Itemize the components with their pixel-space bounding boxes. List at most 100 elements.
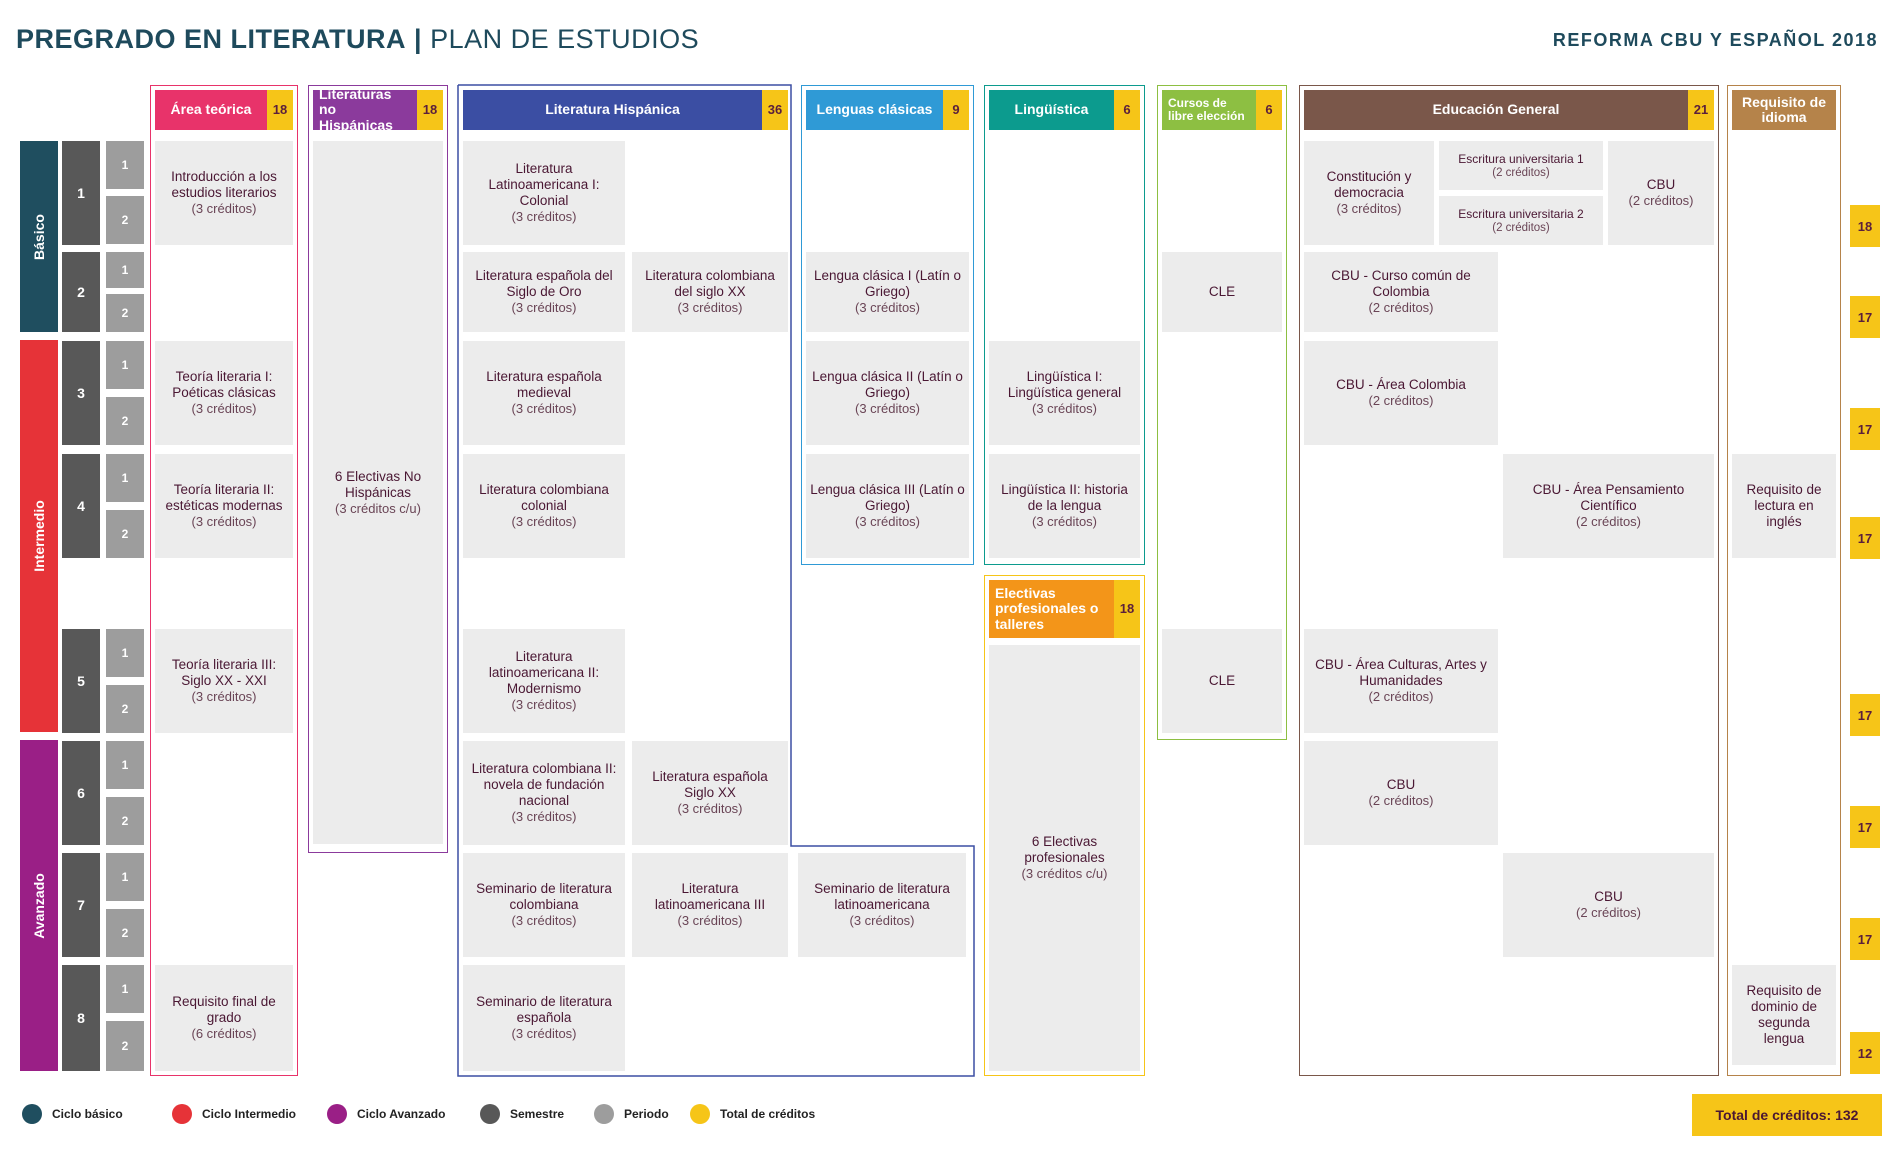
course-title: Introducción a los estudios literarios: [171, 169, 277, 200]
semester-6: 6: [62, 741, 100, 845]
course-card: Literatura española medieval(3 créditos): [463, 341, 625, 445]
course-card: CLE: [1162, 629, 1282, 733]
course-title: Teoría literaria III: Siglo XX - XXI: [171, 657, 277, 688]
area-electivas-label: Electivas profesionales o talleres: [995, 584, 1099, 632]
area-no-hispanicas-label: Literaturas no Hispánicas: [319, 85, 393, 133]
period-2: 2: [106, 1021, 144, 1071]
title-program: PREGRADO EN LITERATURA: [16, 24, 407, 54]
title-separator: |: [414, 24, 423, 54]
course-title: Lengua clásica II (Latín o Griego): [812, 369, 963, 400]
course-credits: (2 créditos): [1368, 393, 1434, 408]
course-card: CBU(2 créditos): [1304, 741, 1498, 845]
semester-5: 5: [62, 629, 100, 733]
period-1: 1: [106, 252, 144, 288]
area-libre-label: Cursos de libre elección: [1168, 95, 1245, 123]
semester-1: 1: [62, 141, 100, 245]
course-title: Constitución y democracia: [1326, 169, 1412, 200]
period-2: 2: [106, 909, 144, 957]
course-title: Literatura colombiana II: novela de fund…: [471, 761, 617, 808]
course-title: Literatura española medieval: [486, 369, 602, 400]
course-credits: (3 créditos): [854, 401, 921, 416]
course-card: CBU - Área Pensamiento Científico(2 créd…: [1503, 454, 1714, 558]
course-credits: (3 créditos): [854, 514, 921, 529]
period-2: 2: [106, 294, 144, 332]
legend-dot: [690, 1104, 710, 1124]
period-1: 1: [106, 141, 144, 189]
course-title: Lengua clásica III (Latín o Griego): [810, 482, 965, 513]
course-card: CBU - Curso común de Colombia(2 créditos…: [1304, 252, 1498, 332]
course-title: Literatura colombiana colonial: [479, 482, 609, 513]
course-title: CLE: [1208, 673, 1236, 688]
semester-total-7: 17: [1850, 918, 1880, 960]
course-credits: (3 créditos): [511, 697, 577, 712]
course-title: CBU - Área Pensamiento Científico: [1532, 482, 1685, 513]
cycle-basico: Básico: [20, 141, 58, 332]
course-title: Literatura española Siglo XX: [652, 769, 768, 800]
course-title: Lingüística I: Lingüística general: [1007, 369, 1122, 400]
course-credits: (2 créditos): [1492, 221, 1550, 234]
course-credits: (3 créditos): [191, 401, 257, 416]
area-hispanica-label: Literatura Hispánica: [545, 101, 680, 118]
legend-label: Ciclo Intermedio: [202, 1107, 297, 1121]
legend-dot: [22, 1104, 42, 1124]
semester-total-4: 17: [1850, 517, 1880, 559]
legend-intermedio: Ciclo Intermedio: [172, 1104, 296, 1124]
course-title: Literatura colombiana del siglo XX: [645, 268, 775, 299]
legend-dot: [327, 1104, 347, 1124]
semester-total-3: 17: [1850, 408, 1880, 450]
semester-7: 7: [62, 853, 100, 957]
course-credits: (2 créditos): [1575, 514, 1642, 529]
course-title: Literatura española del Siglo de Oro: [475, 268, 613, 299]
course-card: Literatura latinoamericana III(3 crédito…: [632, 853, 788, 957]
area-linguistica-label: Lingüística: [1014, 101, 1089, 118]
area-hispanica-frame: [457, 84, 975, 1077]
course-credits: (3 créditos): [1336, 201, 1402, 216]
course-card: CBU - Área Colombia(2 créditos): [1304, 341, 1498, 445]
period-1: 1: [106, 965, 144, 1013]
course-title: Requisito de dominio de segunda lengua: [1746, 983, 1822, 1046]
course-title: CBU - Área Colombia: [1336, 377, 1466, 392]
course-card: Literatura latinoamericana II: Modernism…: [463, 629, 625, 733]
period-1: 1: [106, 853, 144, 901]
semester-2: 2: [62, 252, 100, 332]
course-title: Seminario de literatura española: [476, 994, 612, 1025]
area-hispanica-header: Literatura Hispánica 36: [463, 90, 788, 130]
period-1: 1: [106, 454, 144, 502]
area-linguistica-header: Lingüística 6: [989, 90, 1140, 130]
legend-avanzado: Ciclo Avanzado: [327, 1104, 445, 1124]
course-card: Literatura española del Siglo de Oro(3 c…: [463, 252, 625, 332]
course-title: Requisito de lectura en inglés: [1746, 482, 1822, 529]
course-title: CBU - Área Culturas, Artes y Humanidades: [1315, 657, 1487, 688]
period-1: 1: [106, 629, 144, 677]
semester-8: 8: [62, 965, 100, 1071]
reform-label: REFORMA CBU Y ESPAÑOL 2018: [1552, 30, 1878, 50]
area-hispanica-credits: 36: [762, 90, 788, 130]
course-card: Lengua clásica II (Latín o Griego)(3 cré…: [806, 341, 969, 445]
course-title: Requisito final de grado: [172, 994, 276, 1025]
course-credits: (3 créditos): [511, 1026, 577, 1041]
area-clasicas-frame: [801, 85, 974, 565]
area-teorica-credits: 18: [267, 90, 293, 130]
legend-periodo: Periodo: [594, 1104, 669, 1124]
course-title: CBU: [1594, 889, 1623, 904]
legend-basico: Ciclo básico: [22, 1104, 123, 1124]
course-title: 6 Electivas profesionales: [1024, 834, 1105, 865]
area-libre-frame: [1157, 85, 1287, 740]
legend-label: Total de créditos: [720, 1107, 816, 1121]
course-credits: (2 créditos): [1368, 300, 1434, 315]
course-title: CBU - Curso común de Colombia: [1331, 268, 1471, 299]
legend-dot: [594, 1104, 614, 1124]
course-card: Literatura colombiana del siglo XX(3 cré…: [632, 252, 788, 332]
period-2: 2: [106, 685, 144, 733]
course-title: CBU: [1646, 177, 1676, 192]
grand-total-badge: Total de créditos: 132: [1692, 1094, 1882, 1136]
title-plan: PLAN DE ESTUDIOS: [430, 24, 700, 54]
course-card: Lingüística II: historia de la lengua(3 …: [989, 454, 1140, 558]
period-2: 2: [106, 510, 144, 558]
course-title: Seminario de literatura colombiana: [476, 881, 612, 912]
course-card: 6 Electivas No Hispánicas(3 créditos c/u…: [313, 141, 443, 844]
course-credits: (3 créditos): [191, 514, 257, 529]
course-title: Lingüística II: historia de la lengua: [1001, 482, 1128, 513]
course-credits: (3 créditos): [677, 801, 743, 816]
area-electivas-frame: [984, 575, 1145, 1076]
